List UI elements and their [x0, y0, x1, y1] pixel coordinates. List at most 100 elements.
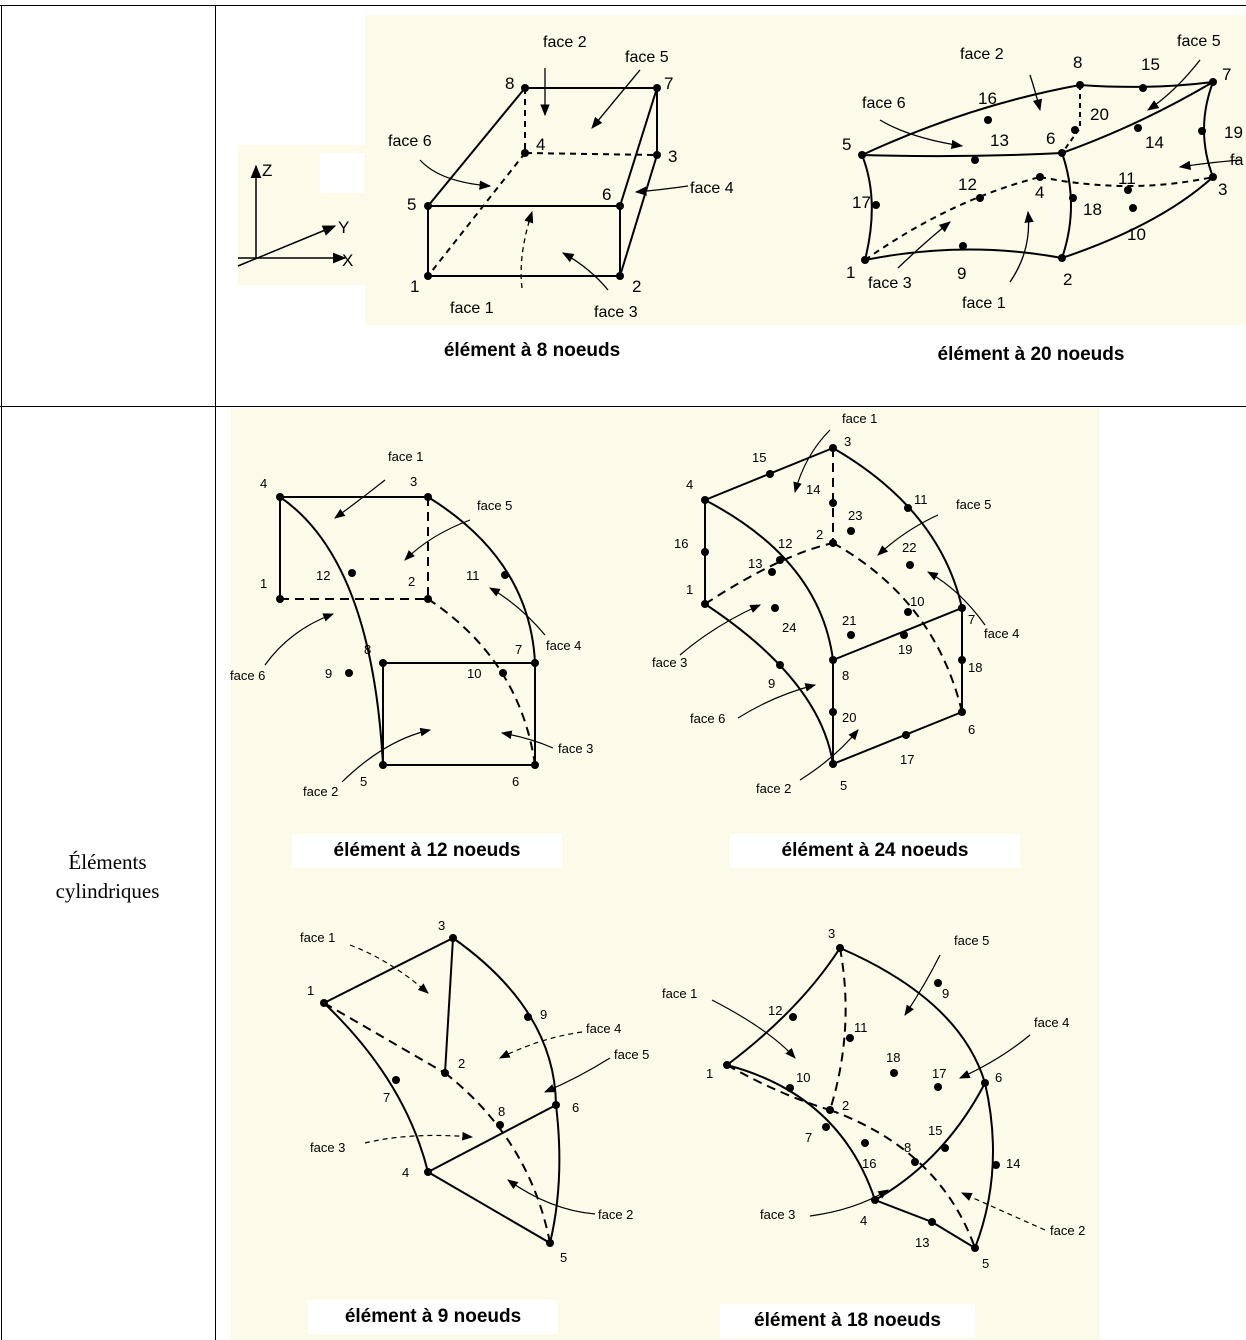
cyl9-faces-4: face 5	[614, 1047, 649, 1062]
node-dot	[789, 1013, 797, 1021]
hex8-nodes-0: 1	[410, 277, 419, 296]
node-dot	[959, 242, 967, 250]
cyl18-faces-2: face 3	[760, 1207, 795, 1222]
node-dot	[829, 444, 837, 452]
element-edge	[1061, 152, 1072, 259]
cyl24-nodes-6: 7	[968, 612, 975, 627]
cyl12-nodes-6: 7	[515, 642, 522, 657]
cyl12-nodes-7: 8	[364, 642, 371, 657]
cyl18-nodes-10: 11	[854, 1020, 868, 1035]
element-edge	[444, 937, 454, 1074]
element-edge	[861, 152, 1063, 158]
node-dot	[829, 539, 837, 547]
cyl18-faces-1: face 2	[1050, 1223, 1085, 1238]
face-arrow	[334, 479, 386, 519]
cyl24-nodes-19: 20	[842, 710, 856, 725]
face-arrow	[264, 613, 335, 666]
element-edge	[832, 447, 963, 609]
cyl24-faces-4: face 5	[956, 497, 991, 512]
cyl12-diagram	[264, 479, 554, 783]
hex8-node-labels: 1 2 3 4 5 6 7 8	[407, 74, 677, 296]
cyl18-nodes-2: 3	[828, 926, 835, 941]
hex8-faces-1: face 2	[543, 34, 587, 51]
element-edge	[427, 1104, 557, 1173]
row2-label: Éléments cylindriques	[0, 848, 215, 906]
node-dot	[1069, 194, 1077, 202]
cyl18-nodes-8: 9	[942, 986, 949, 1001]
element-edge	[839, 947, 986, 1084]
face-arrow	[711, 999, 796, 1059]
hex20-nodes-6: 7	[1222, 65, 1231, 84]
element-edge	[704, 603, 834, 765]
face-arrow	[1009, 210, 1034, 283]
cyl18-face-labels: face 1 face 2 face 3 face 4 face 5	[662, 933, 1085, 1238]
node-dot	[934, 1083, 942, 1091]
node-dot	[847, 631, 855, 639]
hex20-nodes-13: 14	[1145, 133, 1164, 152]
hex20-faces-2: face 3	[868, 275, 912, 292]
node-dot	[836, 944, 844, 952]
node-dot	[424, 202, 432, 210]
cyl18-faces-4: face 5	[954, 933, 989, 948]
cyl9-nodes-7: 8	[498, 1104, 505, 1119]
element-edge	[1061, 85, 1081, 154]
node-dot	[392, 1076, 400, 1084]
cyl12-nodes-3: 4	[260, 476, 267, 491]
cyl24-nodes-16: 17	[900, 752, 914, 767]
cyl12-nodes-2: 3	[410, 474, 417, 489]
face-arrow	[959, 1034, 1031, 1079]
node-dot	[701, 600, 709, 608]
cyl18-nodes	[723, 944, 1000, 1252]
hex20-nodes-11: 12	[958, 175, 977, 194]
node-dot	[958, 604, 966, 612]
cyl24-faces-5: face 6	[690, 711, 725, 726]
cyl24-nodes-4: 5	[840, 778, 847, 793]
table-border-top	[0, 5, 1246, 6]
cyl12-nodes-1: 2	[408, 574, 415, 589]
hex8-nodes-5: 6	[602, 185, 611, 204]
cyl12-face-labels: face 1 face 2 face 3 face 4 face 5 face …	[230, 449, 593, 799]
cyl9-caption: élément à 9 noeuds	[308, 1300, 558, 1334]
cyl12-faces-1: face 2	[303, 784, 338, 799]
face-arrow	[1147, 59, 1201, 111]
face-arrow	[544, 1057, 611, 1093]
node-dot	[890, 1069, 898, 1077]
element-edge	[279, 496, 384, 766]
cyl18-nodes-6: 7	[805, 1130, 812, 1145]
cyl24-nodes-7: 8	[842, 668, 849, 683]
cyl9-node-labels: 1 2 3 4 5 6 7 8 9	[307, 918, 579, 1265]
cyl24-faces-2: face 3	[652, 655, 687, 670]
cyl9-nodes-6: 7	[383, 1090, 390, 1105]
hex20-diagram	[861, 59, 1241, 283]
element-edge	[1061, 81, 1214, 154]
cyl9-nodes-8: 9	[540, 1007, 547, 1022]
node-dot	[847, 527, 855, 535]
element-edge	[704, 542, 834, 605]
node-dot	[934, 979, 942, 987]
node-dot	[496, 1121, 504, 1129]
cyl18-nodes-11: 12	[768, 1003, 782, 1018]
cyl18-caption: élément à 18 noeuds	[720, 1304, 975, 1338]
node-dot	[904, 504, 912, 512]
node-dot	[826, 1106, 834, 1114]
node-dot	[521, 149, 529, 157]
cyl9-nodes-5: 6	[572, 1100, 579, 1115]
node-dot	[861, 1139, 869, 1147]
cyl9-nodes-0: 1	[307, 983, 314, 998]
face-arrow	[879, 119, 964, 150]
hex20-faces-0: face 1	[962, 295, 1006, 312]
node-dot	[911, 1158, 919, 1166]
hex20-faces-1: face 2	[960, 46, 1004, 63]
face-arrow	[877, 514, 939, 556]
cyl18-nodes-5: 6	[995, 1070, 1002, 1085]
node-dot	[786, 1084, 794, 1092]
node-dot	[766, 470, 774, 478]
node-dot	[906, 561, 914, 569]
cyl24-node-labels: 1 2 3 4 5 6 7 8 9 10 11 12 13 14 15 16 1…	[674, 434, 982, 793]
face-arrow	[927, 571, 986, 626]
node-dot	[424, 595, 432, 603]
hex8-caption: élément à 8 noeuds	[408, 334, 656, 368]
hex20-nodes-2: 3	[1218, 180, 1227, 199]
